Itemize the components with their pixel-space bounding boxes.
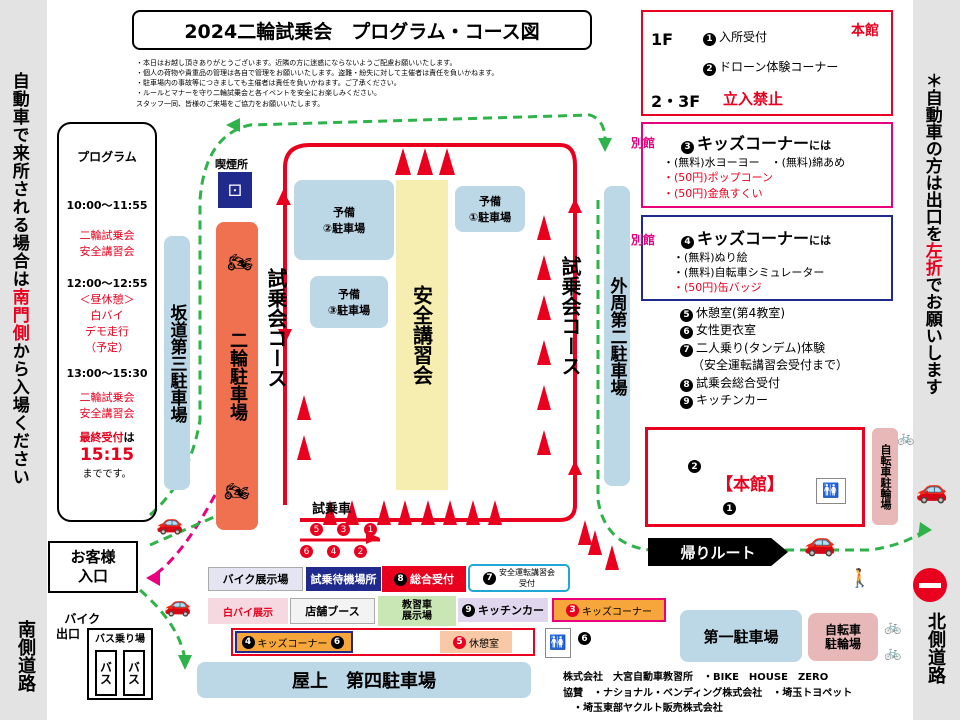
stall-police-display: 白バイ展示	[208, 598, 288, 624]
bicycle-icon-3: 🚲	[884, 645, 902, 661]
stalls-row3-frame	[231, 628, 535, 656]
slope-third-parking: 坂道第三駐車場	[164, 236, 190, 490]
notice-4: ・ルールとマナーを守り二輪試乗会と各イベントを安全にお楽しみください。	[136, 89, 381, 98]
highlight-word: 左折	[921, 242, 942, 276]
reserve-3-parking: 予備 ③駐車場	[310, 276, 388, 328]
test-bike-numbers-row1: 5 3 1	[310, 523, 377, 536]
bicycle-parking-right: 自転車駐輪場	[872, 428, 898, 525]
list-item: （安全運転講習会受付まで）	[692, 358, 849, 373]
safety-lecture-area: 安全講習会	[396, 180, 448, 490]
course-arrow-up-right	[568, 198, 582, 213]
program-box: プログラム 10:00〜11:55 二輪試乗会 安全講習会 12:00〜12:5…	[57, 122, 157, 522]
bus-stop: バス乗り場 バス バス	[87, 628, 153, 700]
notice-1: ・本日はお越し頂きありがとうございます。近隣の方に迷惑にならないようご配慮お願い…	[136, 59, 457, 67]
notice-3: ・駐車場内の事故等につきましても主催者は責任を負いかねます。ご了承ください。	[136, 79, 401, 88]
sponsor-line-2: 協賛 ・ナショナル・ベンディング株式会社 ・埼玉トヨペット	[563, 687, 853, 699]
program-time-1: 10:00〜11:55	[66, 199, 148, 212]
bike-exit-label: バイク 出口	[56, 612, 101, 641]
program-time-3: 13:00〜15:30	[66, 367, 148, 380]
restroom-number: 6	[578, 632, 591, 645]
stall-waiting-area: 試乗待機場所	[306, 567, 381, 591]
car-icon-right: 🚗	[915, 475, 949, 505]
reserve-2-parking: 予備 ②駐車場	[294, 180, 394, 260]
page-title: 2024二輪試乗会 プログラム・コース図	[132, 10, 592, 50]
no-entry-text: 立入禁止	[723, 90, 784, 108]
rooftop-fourth-parking: 屋上 第四駐車場	[197, 662, 531, 698]
program-time-2: 12:00〜12:55	[66, 277, 148, 290]
customer-entrance: お客様 入口	[48, 541, 138, 593]
test-bike-numbers-row2: 6 4 2	[300, 545, 367, 558]
stall-bike-display: バイク展示場	[208, 567, 303, 591]
traffic-cones	[297, 148, 619, 570]
north-road-label: 北側道路	[925, 612, 946, 684]
pedestrian-icon: 🚶	[848, 567, 872, 589]
last-time: 15:15	[79, 445, 135, 465]
right-banner-text: ＊自動車の方は出口を左折でお願いします	[921, 72, 942, 395]
left-banner-text: 自動車で来所される場合は南門側から入場ください	[8, 72, 29, 486]
green-route-exit-south	[139, 588, 187, 661]
test-bikes-label: 試乗車	[312, 502, 352, 517]
notice-5: スタッフ一同、皆様のご来場をご協力をお願いいたします。	[136, 99, 325, 108]
bicycle-icon: 🚲	[897, 430, 915, 446]
notice-2: ・個人の荷物や貴重品の管理は各自で管理をお願いいたします。盗難・紛失に対して主催…	[136, 69, 499, 78]
restroom-icon: 🚻	[816, 478, 846, 504]
left-banner-bg	[0, 0, 47, 720]
motorcycle-icon: 🏍	[227, 250, 253, 274]
sponsor-list: 株式会社 大宮自動車教習所 ・BIKE HOUSE ZERO 協賛 ・ナショナル…	[563, 670, 852, 717]
stall-driving-school: 教習車 展示場	[378, 596, 456, 626]
course-arrow-up-left	[276, 190, 291, 205]
car-icon-entrance: 🚗	[156, 510, 184, 536]
bus-slot-1: バス	[95, 650, 117, 696]
motorcycle-icon-2: 🏍	[224, 479, 250, 503]
car-icon: 🚗	[803, 528, 837, 558]
no-entry-icon	[913, 568, 947, 602]
green-route-right	[596, 200, 668, 552]
notice-list: ・本日はお越し頂きありがとうございます。近隣の方に迷惑にならないようご配慮お願い…	[136, 58, 606, 109]
smoking-area-label: 喫煙所	[215, 158, 248, 171]
restroom-icon-2: 🚻	[545, 628, 571, 658]
highlight-word: 南門側	[8, 288, 29, 342]
smoking-icon: ⚀	[218, 172, 252, 208]
course-label-left: 試乗会コース	[264, 268, 288, 388]
outer-second-parking: 外周第二駐車場	[604, 186, 630, 486]
right-banner: ＊自動車の方は出口を左折でお願いします	[921, 72, 942, 402]
course-arrow-down-left	[278, 329, 292, 344]
south-road-label: 南側道路	[15, 620, 36, 692]
bike-parking: 二輪駐車場	[216, 222, 258, 530]
course-arrow-up-right-2	[568, 460, 582, 475]
left-banner: 自動車で来所される場合は南門側から入場ください	[8, 72, 29, 492]
sponsor-line-3: ・埼玉東部ヤクルト販売株式会社	[563, 703, 723, 714]
main-building: 2 【本館】 1 🚻	[645, 427, 865, 527]
bus-slot-2: バス	[123, 650, 145, 696]
course-label-right: 試乗会コース	[558, 256, 582, 376]
main-building-tag: 本館	[851, 23, 879, 39]
return-route-banner: 帰りルート	[648, 538, 788, 566]
reserve-1-parking: 予備 ①駐車場	[455, 186, 525, 232]
bicycle-parking-bottom: 自転車 駐輪場	[808, 613, 878, 661]
sponsor-line-1: 株式会社 大宮自動車教習所 ・BIKE HOUSE ZERO	[563, 672, 829, 683]
car-icon-exit: 🚗	[164, 592, 192, 618]
stall-shop-booth: 店舗ブース	[290, 598, 375, 624]
bicycle-icon-2: 🚲	[884, 619, 902, 635]
course-loop	[283, 143, 577, 522]
first-parking: 第一駐車場	[680, 610, 802, 662]
program-heading: プログラム	[77, 150, 137, 164]
